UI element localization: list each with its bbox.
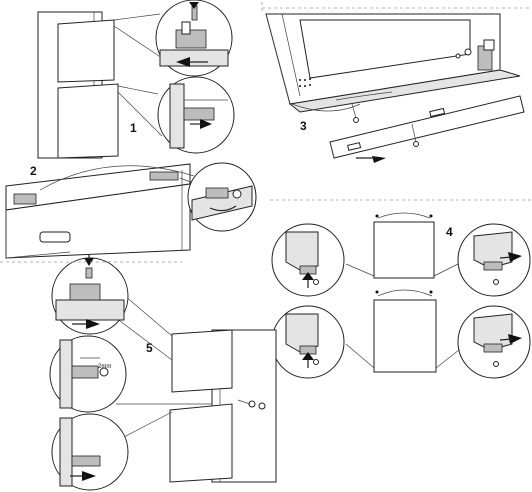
step-1-group: 1 xyxy=(37,0,235,159)
step-2-group: 2 xyxy=(5,162,257,259)
door-upper-4 xyxy=(373,221,435,279)
step-5-group: 2mm 5 xyxy=(49,254,277,491)
detail-circle-foot-tl xyxy=(271,223,345,297)
screw-icon xyxy=(413,141,419,147)
step-number-3: 3 xyxy=(300,119,307,133)
step-number-4: 4 xyxy=(446,225,453,239)
door-lower-4 xyxy=(373,299,437,373)
arrow-up-icon xyxy=(302,352,314,360)
detail-circle-top-hinge xyxy=(155,0,233,77)
fridge-bottom-door-5 xyxy=(169,403,233,483)
detail-circle-middle-hinge xyxy=(157,76,235,154)
detail-circle-foot-br xyxy=(457,305,531,379)
arrow-right-icon xyxy=(200,119,212,129)
step-number-2: 2 xyxy=(30,164,37,178)
detail-circle-door-hinge xyxy=(187,162,257,232)
detail-circle-foot-tr xyxy=(457,223,531,297)
plinth-cover xyxy=(329,95,525,159)
fridge-top-door-1 xyxy=(57,19,115,83)
screw-icon xyxy=(353,117,359,123)
screw-icon xyxy=(99,367,109,377)
fridge-bottom-door-1 xyxy=(57,83,119,159)
step-4-group: 4 xyxy=(271,212,531,379)
arrow-right-icon xyxy=(508,334,522,344)
arrow-right-icon xyxy=(508,252,522,262)
detail-circle-foot-bl xyxy=(271,305,345,379)
arrow-right-icon xyxy=(86,319,100,329)
dimension-label: 2mm xyxy=(98,364,111,370)
screw-icon xyxy=(313,279,319,285)
detail-circle-middle-reassembly: 2mm xyxy=(49,335,127,413)
screw-icon xyxy=(493,361,499,367)
detail-circle-bottom-reassembly xyxy=(51,413,129,491)
arrow-up-icon xyxy=(302,272,314,280)
screw-icon xyxy=(313,359,319,365)
arrow-right-icon xyxy=(372,156,386,163)
arrow-down-icon xyxy=(189,2,199,9)
fridge-top-door-5 xyxy=(171,329,233,393)
arrow-right-icon xyxy=(82,471,96,481)
arrow-down-icon xyxy=(84,258,94,266)
step-number-5: 5 xyxy=(146,341,153,355)
step-number-1: 1 xyxy=(130,121,137,135)
detail-circle-top-reassembly xyxy=(51,254,129,335)
screw-icon xyxy=(85,267,93,279)
screw-icon xyxy=(493,279,499,285)
screw-icon xyxy=(232,189,242,199)
step-3-group: 3 xyxy=(265,13,525,163)
arrow-left-icon xyxy=(176,57,190,67)
